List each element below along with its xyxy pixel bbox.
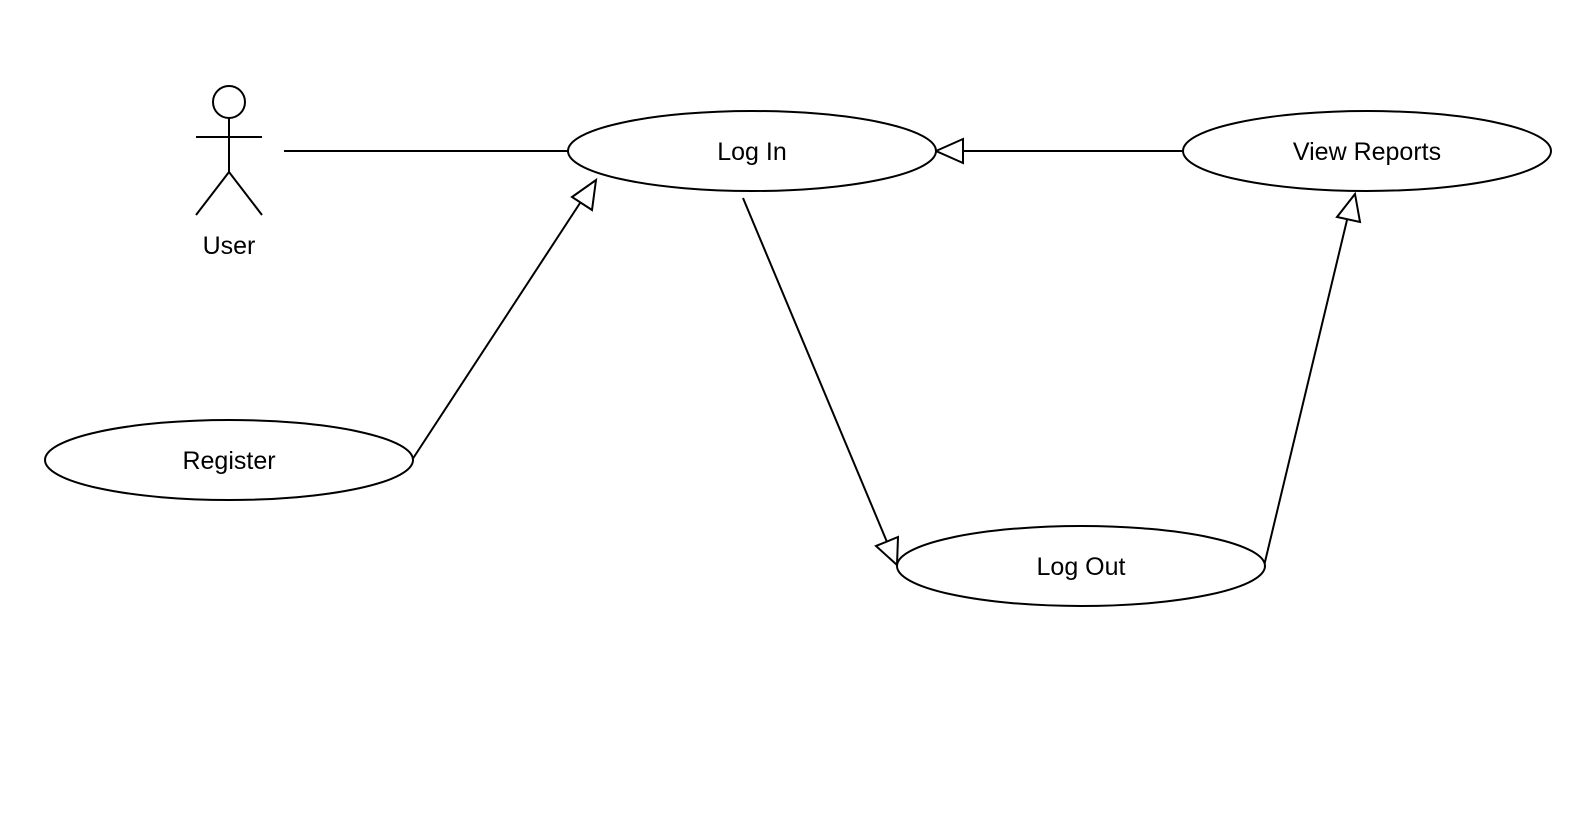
generalization-register-to-login (411, 177, 598, 461)
use-case-ellipse (567, 110, 937, 192)
use-case-log-out[interactable]: Log Out (896, 525, 1266, 607)
generalization-arrowhead (874, 535, 900, 568)
generalization-line (1263, 219, 1348, 567)
actor-right-leg (228, 171, 263, 216)
generalization-line (742, 197, 888, 543)
use-case-label: View Reports (1293, 138, 1441, 166)
generalization-arrowhead (570, 177, 598, 212)
use-case-ellipse (896, 525, 1266, 607)
use-case-label: Log In (717, 138, 787, 166)
generalization-arrowhead (1335, 191, 1362, 224)
generalization-logout-to-viewreports (1263, 191, 1362, 567)
generalization-viewreports-to-login (933, 137, 1183, 165)
actor-head (212, 85, 246, 119)
actor-left-leg (195, 171, 230, 216)
generalization-login-to-logout (742, 197, 900, 568)
generalization-arrowhead (933, 137, 964, 165)
use-case-register[interactable]: Register (44, 419, 414, 501)
generalization-line (411, 199, 583, 461)
use-case-label: Register (182, 447, 275, 475)
use-case-ellipse (44, 419, 414, 501)
actor-user-label: User (203, 232, 256, 260)
use-case-label: Log Out (1037, 553, 1126, 581)
use-case-ellipse (1182, 110, 1552, 192)
use-case-log-in[interactable]: Log In (567, 110, 937, 192)
use-case-view-reports[interactable]: View Reports (1182, 110, 1552, 192)
actor-user[interactable]: User (195, 85, 263, 260)
